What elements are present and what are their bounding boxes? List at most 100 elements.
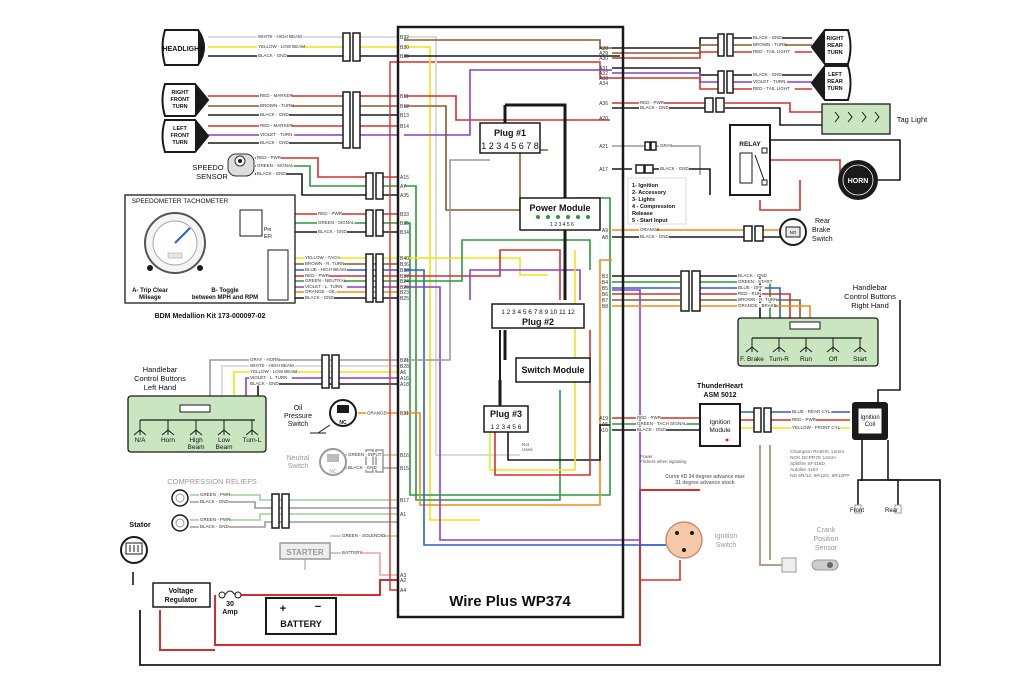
spark-plug-note: Champion RA8HC 12mm [790,449,844,455]
legend-box [627,177,687,225]
wire-fuse-red [240,579,398,596]
pin-label: B37 [400,274,409,280]
wire-label-bg [199,492,230,497]
plug1-box [479,122,541,154]
pin-label: B4 [602,280,608,286]
wire-int-violet2 [469,269,581,300]
wire-label: YELLOW - TACH [305,255,340,260]
svg-text:Tag Light: Tag Light [897,115,928,124]
horn: HORN [838,160,878,200]
pin-label: B7 [602,298,608,304]
spark-plug-note: Autolite 4164 [790,467,818,473]
pin-label: A18 [400,382,409,388]
pin-label: A19 [599,416,608,422]
wire-label-bg [257,53,288,58]
wire-label-bg [304,273,329,278]
wire-spark-front [857,440,863,505]
wire-label-bg [347,465,378,470]
switch-module-box [515,357,591,383]
wire-label-bg [659,143,672,148]
svg-text:NC: NC [329,469,337,475]
wire-label-bg [752,79,788,84]
legend-item: Release [632,211,653,217]
pin-label: B15 [400,466,409,472]
wire-label-bg [259,93,292,98]
wire-label: YELLOW - LOW BEAM [258,44,305,49]
wire-starter-battery [330,552,398,576]
button-contact [745,346,759,353]
pin-label: A5 [602,422,608,428]
wire-label: BLACK - GND [640,234,670,239]
button-label: Turn-L [243,437,262,444]
pin-label: A9 [602,228,608,234]
pin-label: B29 [400,54,409,60]
legend-item: 4 - Compression [632,204,676,210]
wire-label: BLUE - HIGH BEAM [305,267,346,272]
plug2-pins: 1 2 3 4 5 6 7 8 9 10 11 12 [501,309,575,316]
spark-plug-note: NGK DCPR7E 14mm [790,455,836,461]
wire-label: VIOLET - TURN [260,132,292,137]
wire-label: BLACK - GND [753,72,783,77]
pin-label: B12 [400,104,409,110]
wire-label-bg [752,35,783,40]
connector-left-hand [321,354,330,389]
pin-label: A17 [599,167,608,173]
wire-label-bg [317,220,355,225]
wire-label: GREEN - SIGNAL [257,163,294,168]
pin-label: A3 [400,573,406,579]
wire-label-bg [639,105,670,110]
wire-label: BLUE - OFF [738,285,763,290]
button-contact [853,346,867,353]
button-label: Start [853,356,867,363]
wire-label: BROWN - TURN [260,103,294,108]
wire-label-bg [791,417,816,422]
pin-label: A34 [599,81,608,87]
power-module-pins: 1 2 3 4 5 6 [550,222,574,228]
wire-label: RED - TAIL LIGHT [753,86,790,91]
wire-label-bg [341,533,384,538]
wire-label: GREEN - SIGNAL [318,220,355,225]
wire-label-bg [639,234,670,239]
wire-label-bg [249,381,280,386]
wire-relay-red [770,159,841,180]
wire-int-yellow [404,46,480,521]
wire-label: RED - PWR [318,211,343,216]
svg-text:STARTER: STARTER [286,548,323,557]
spark-plug-front [854,504,862,514]
svg-text:−: − [315,601,321,613]
wire-label: RED - MARKER [260,93,294,98]
wire-label: ORANGE - OIL [305,289,336,294]
pin-label: B23 [400,290,409,296]
legend-item: 2- Accessory [632,190,667,196]
wire-label-bg [249,363,295,368]
pin-label: B31 [400,411,409,417]
wire-label: GRAY - HORN [250,357,280,362]
wire-label-bg [639,227,657,232]
wire-label: RED - PWR [640,100,665,105]
wire-int-black-bus [505,103,567,300]
wire-label-bg [737,285,765,290]
wire-label-bg [659,166,690,171]
pin-label: A33 [599,76,608,82]
button-contact [189,429,203,436]
speedometer-header: SPEEDOMETER TACHOMETER [132,198,229,205]
pin-label: A2 [400,578,406,584]
wire-label: BLACK - GND [640,105,670,110]
spark-plug-note: Splitfire SF416D [790,461,825,467]
connector-horn-black [635,164,645,174]
pin-label: A28 [599,46,608,52]
pin-label: A29 [599,51,608,57]
pin-label: B3 [602,274,608,280]
wire-label: ORANGE - BRAKE [738,303,777,308]
wire-label: BLACK - GND [348,465,378,470]
wire-label-bg [317,229,348,234]
wire-label: BLACK - GND [305,295,335,300]
